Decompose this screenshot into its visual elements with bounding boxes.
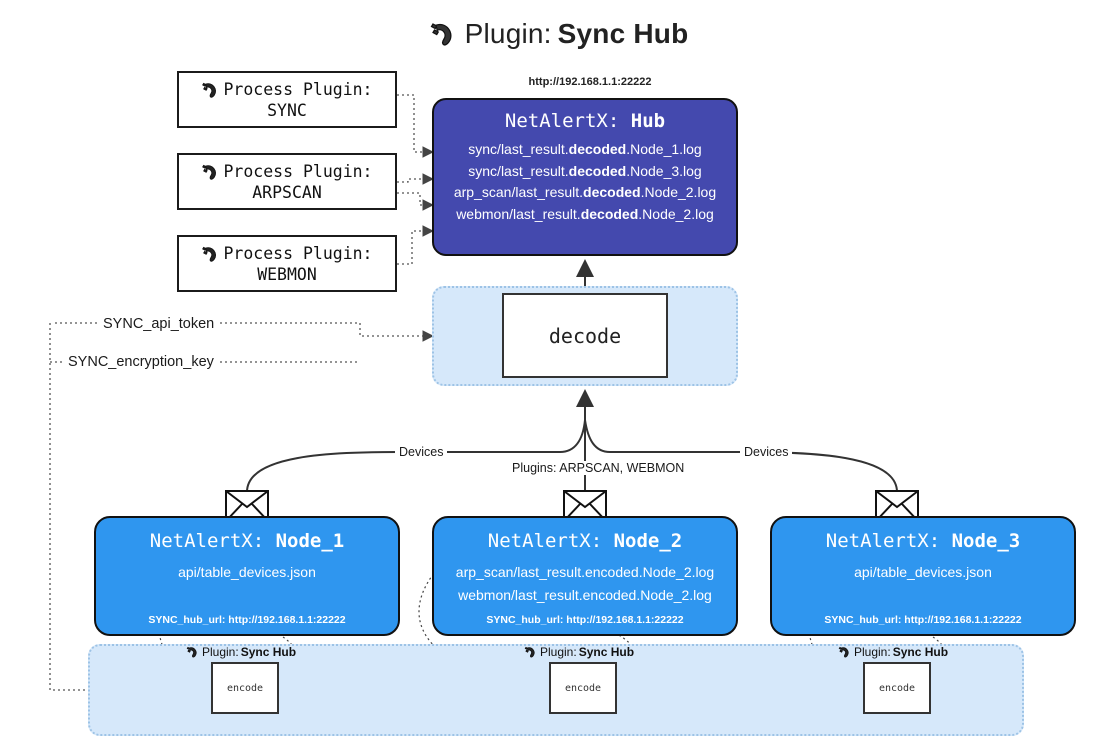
node-title-prefix: NetAlertX: [825, 530, 941, 552]
node-line-list: api/table_devices.json [96, 564, 398, 580]
log-mid: decoded [568, 162, 627, 179]
log-post: .Node_3.log [626, 162, 702, 179]
log-pre: sync/last_result. [468, 162, 569, 179]
encoder-caption-label: Plugin: [202, 645, 239, 659]
secret-encryption-key-label: SYNC_encryption_key [65, 354, 217, 370]
node-title-name: Node_2 [613, 530, 683, 552]
encode-box-node3[interactable]: encode [863, 662, 931, 714]
node-box-node1[interactable]: NetAlertX: Node_1 api/table_devices.json… [94, 516, 400, 636]
encode-box-node2[interactable]: encode [549, 662, 617, 714]
plug-icon [524, 645, 538, 659]
node-line: webmon/last_result.encoded.Node_2.log [458, 587, 712, 603]
node-line-list: api/table_devices.json [772, 564, 1074, 580]
plug-icon [201, 80, 221, 100]
process-plugin-webmon[interactable]: Process Plugin: WEBMON [177, 235, 397, 292]
hub-log-entry: arp_scan/last_result.decoded.Node_2.log [434, 184, 736, 202]
process-plugin-sync[interactable]: Process Plugin: SYNC [177, 71, 397, 128]
node-line-list: arp_scan/last_result.encoded.Node_2.log … [434, 564, 736, 603]
log-pre: sync/last_result. [468, 141, 569, 157]
encoder-caption-name: Sync Hub [578, 645, 635, 659]
plug-icon [201, 162, 221, 182]
plug-icon [429, 19, 459, 49]
node-title-prefix: NetAlertX: [149, 530, 265, 552]
node-hub-url: SYNC_hub_url: http://192.168.1.1:22222 [824, 614, 1022, 626]
hub-log-list: sync/last_result.decoded.Node_1.log sync… [434, 141, 736, 223]
process-plugin-label: Process Plugin: [223, 244, 373, 263]
log-pre: webmon/last_result. [456, 205, 581, 222]
log-post: .Node_2.log [638, 205, 714, 222]
process-plugin-arpscan[interactable]: Process Plugin: ARPSCAN [177, 153, 397, 210]
plug-icon [186, 645, 200, 659]
hub-title: NetAlertX: Hub [434, 110, 736, 132]
edge-label-plugins: Plugins: ARPSCAN, WEBMON [508, 461, 689, 475]
title-label: Plugin: [464, 18, 552, 49]
hub-node[interactable]: NetAlertX: Hub sync/last_result.decoded.… [432, 98, 738, 256]
hub-title-name: Hub [630, 110, 666, 132]
encoder-caption-label: Plugin: [540, 645, 577, 659]
process-plugin-label: Process Plugin: [223, 80, 373, 99]
encoder-caption-name: Sync Hub [240, 645, 297, 659]
hub-log-entry: sync/last_result.decoded.Node_3.log [434, 163, 736, 181]
encoder-caption-node2: Plugin: Sync Hub [524, 645, 634, 659]
encoder-caption-name: Sync Hub [892, 645, 949, 659]
edge-label-devices-left: Devices [395, 445, 448, 459]
node-line: arp_scan/last_result.encoded.Node_2.log [455, 564, 715, 580]
process-plugin-name: ARPSCAN [252, 182, 322, 202]
node-box-node3[interactable]: NetAlertX: Node_3 api/table_devices.json… [770, 516, 1076, 636]
secret-api-token-label: SYNC_api_token [100, 316, 218, 332]
node-box-node2[interactable]: NetAlertX: Node_2 arp_scan/last_result.e… [432, 516, 738, 636]
hub-log-entry: sync/last_result.decoded.Node_1.log [434, 141, 736, 159]
node-hub-url: SYNC_hub_url: http://192.168.1.1:22222 [148, 614, 346, 626]
hub-log-entry: webmon/last_result.decoded.Node_2.log [434, 206, 736, 224]
plug-icon [201, 244, 221, 264]
log-post: .Node_1.log [626, 141, 702, 157]
page-title: Plugin: Sync Hub [0, 18, 1117, 50]
node-line: api/table_devices.json [178, 564, 316, 580]
node-line: api/table_devices.json [854, 564, 992, 580]
encoder-caption-label: Plugin: [854, 645, 891, 659]
process-plugin-name: SYNC [267, 100, 307, 120]
encode-box-node1[interactable]: encode [211, 662, 279, 714]
hub-title-prefix: NetAlertX: [504, 110, 620, 132]
node-title: NetAlertX: Node_1 [96, 530, 398, 552]
edge-label-devices-right: Devices [740, 445, 793, 459]
log-post: .Node_2.log [640, 184, 717, 200]
hub-url-label: http://192.168.1.1:22222 [528, 76, 652, 88]
encoder-caption-node1: Plugin: Sync Hub [186, 645, 296, 659]
node-hub-url: SYNC_hub_url: http://192.168.1.1:22222 [486, 614, 684, 626]
plug-icon [838, 645, 852, 659]
encoder-caption-node3: Plugin: Sync Hub [838, 645, 948, 659]
title-name: Sync Hub [557, 18, 689, 49]
log-mid: decoded [580, 205, 639, 222]
log-pre: arp_scan/last_result. [453, 184, 584, 200]
node-title-prefix: NetAlertX: [487, 530, 603, 552]
log-mid: decoded [568, 141, 627, 157]
node-title: NetAlertX: Node_3 [772, 530, 1074, 552]
node-title-name: Node_1 [275, 530, 345, 552]
process-plugin-label: Process Plugin: [223, 162, 373, 181]
log-mid: decoded [583, 184, 641, 200]
node-title: NetAlertX: Node_2 [434, 530, 736, 552]
decode-box[interactable]: decode [502, 293, 668, 378]
node-title-name: Node_3 [951, 530, 1021, 552]
process-plugin-name: WEBMON [257, 264, 317, 284]
